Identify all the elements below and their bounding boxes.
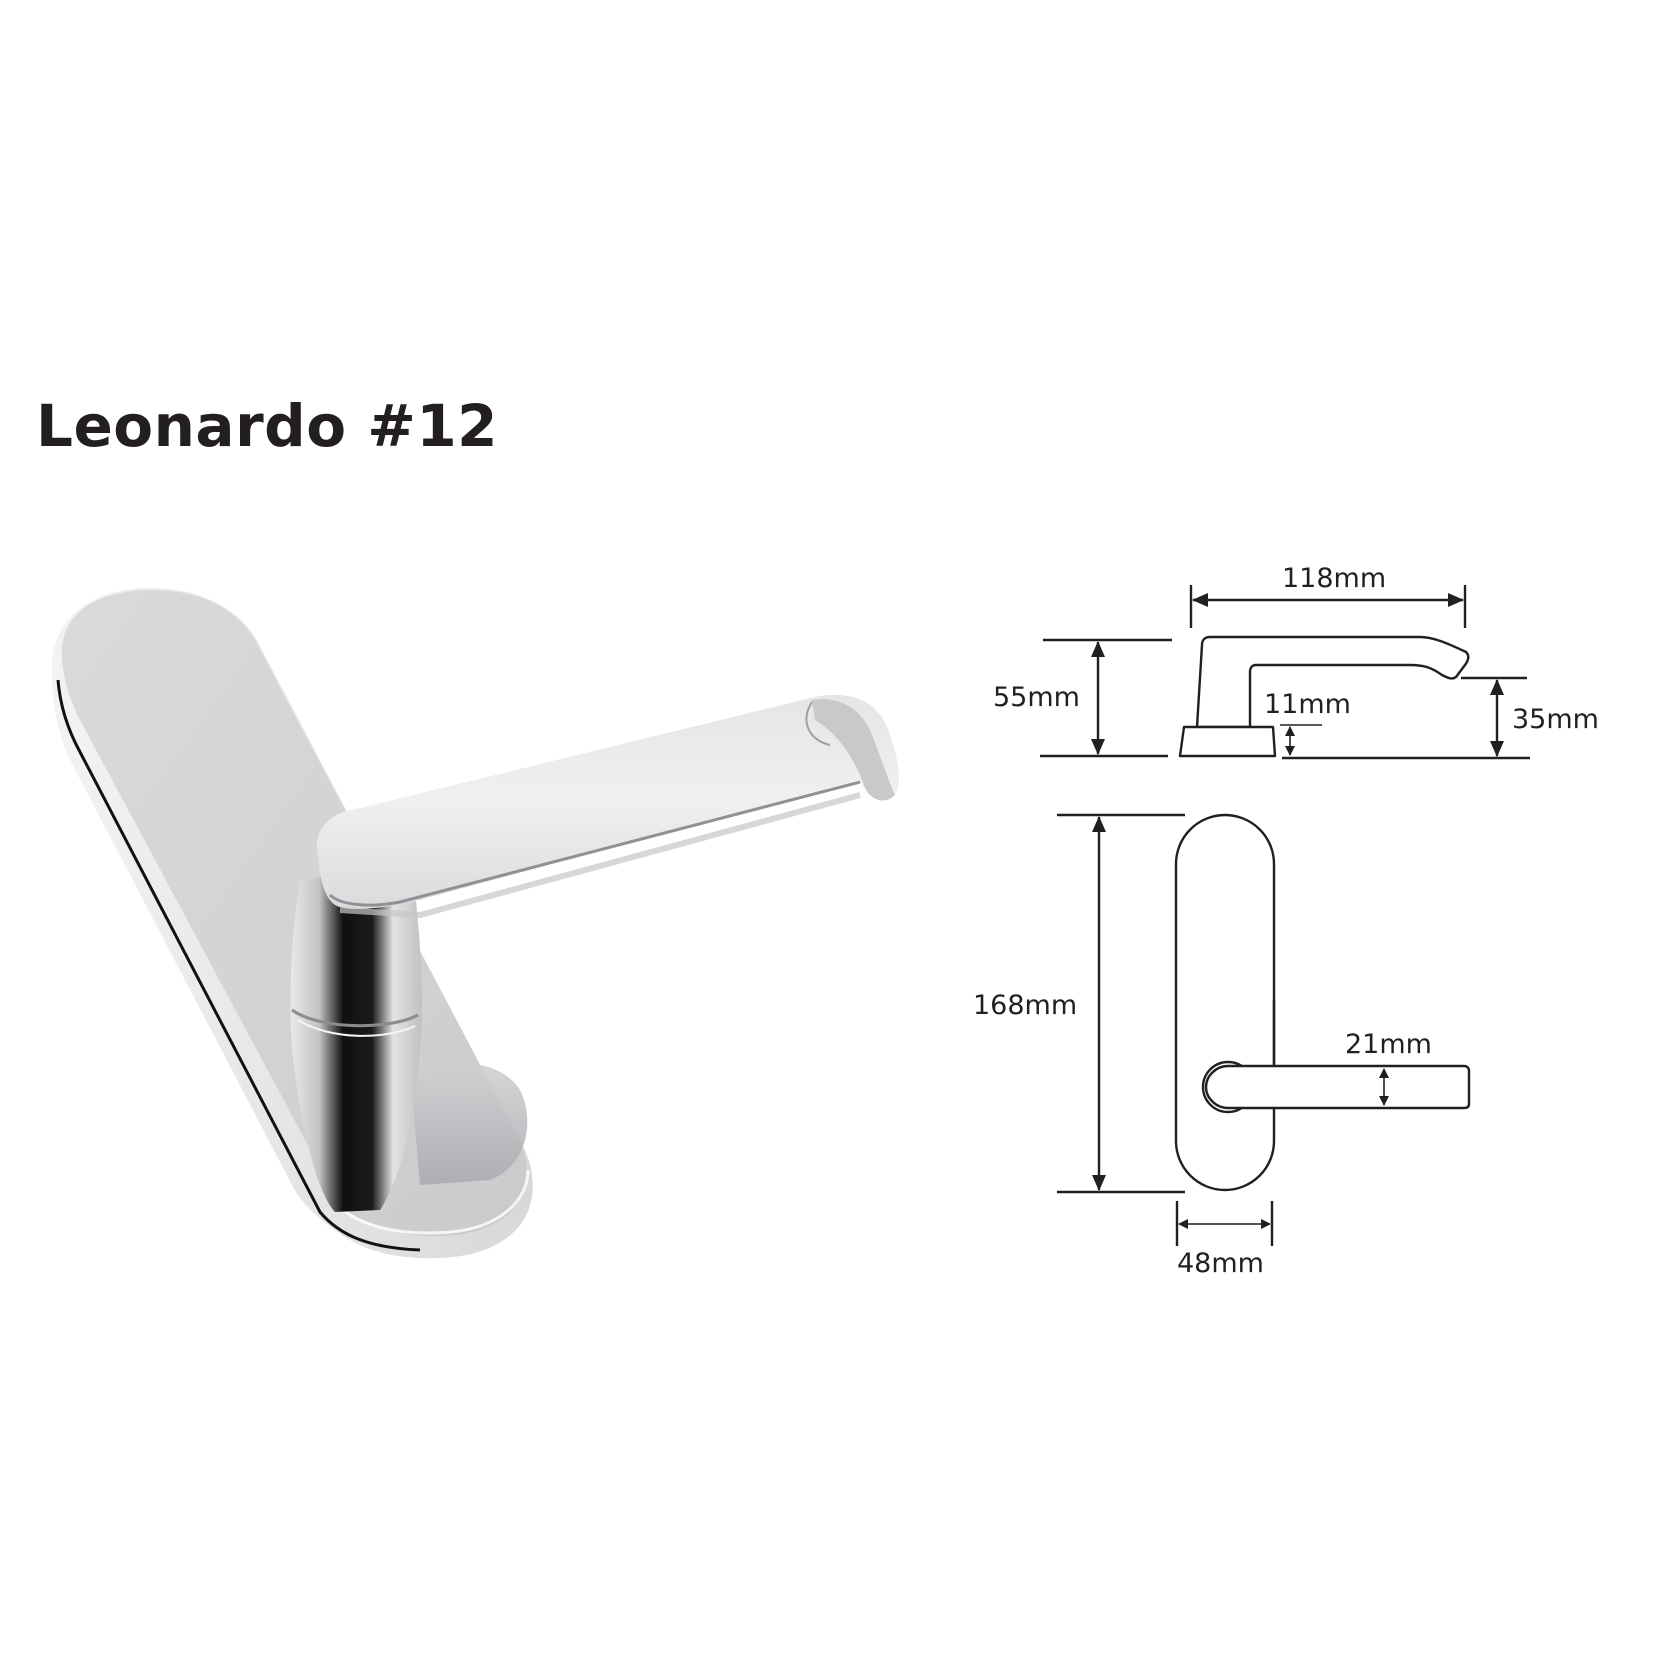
product-title: Leonardo #12	[36, 392, 499, 460]
dim-21-label: 21mm	[1345, 1029, 1432, 1060]
dim-168-label: 168mm	[973, 990, 1077, 1021]
lever-neck	[290, 865, 423, 1212]
lever-arm	[316, 694, 900, 910]
side-lever-outline	[1195, 635, 1470, 729]
front-plate-outline	[1174, 813, 1276, 1192]
product-photo	[51, 588, 900, 1259]
dim-11-label: 11mm	[1264, 689, 1351, 720]
side-rose-outline	[1178, 725, 1277, 758]
front-view-drawing: 168mm 21mm 48mm	[973, 813, 1471, 1279]
side-view-drawing: 118mm 55mm 11mm 35mm	[993, 563, 1599, 760]
dim-118-label: 118mm	[1282, 563, 1386, 594]
dim-48-label: 48mm	[1177, 1248, 1264, 1279]
dim-35-label: 35mm	[1512, 704, 1599, 735]
dim-55-label: 55mm	[993, 682, 1080, 713]
front-lever-outline	[1204, 1064, 1471, 1110]
